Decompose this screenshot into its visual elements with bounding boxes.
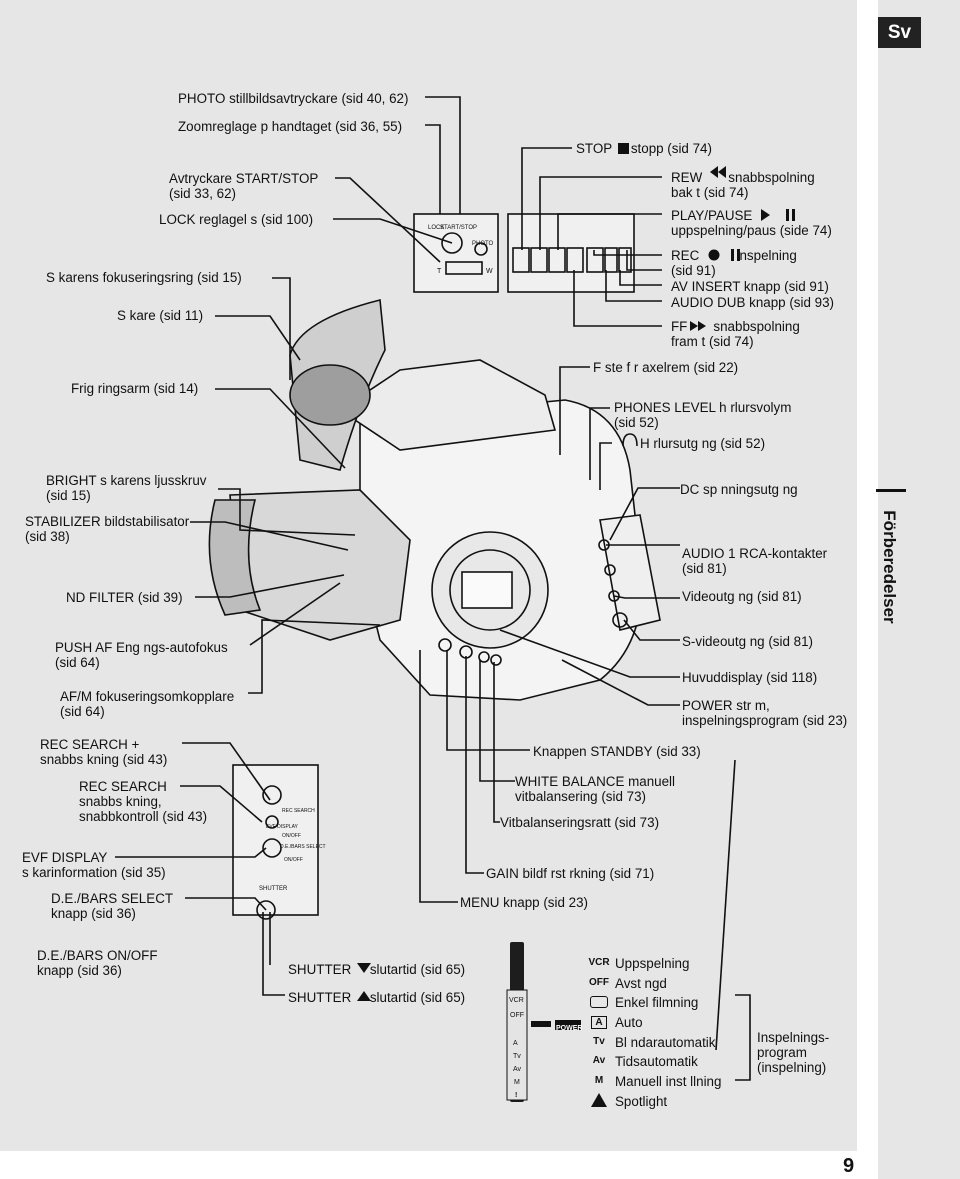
label-stabilizer: STABILIZER bildstabilisator(sid 38) bbox=[25, 514, 190, 544]
section-tab: Förberedelser bbox=[868, 489, 906, 639]
mode-label-shutter-priority: Bl ndarautomatik bbox=[615, 1035, 716, 1050]
imprint-t: T bbox=[437, 268, 442, 275]
mode-code-off: OFF bbox=[589, 977, 609, 988]
label-standby: Knappen STANDBY (sid 33) bbox=[533, 744, 701, 759]
imprint-de-on-off: ON/OFF bbox=[284, 857, 303, 863]
label-power: POWER str m,inspelningsprogram (sid 23) bbox=[682, 698, 848, 728]
label-viewfinder: S kare (sid 11) bbox=[117, 308, 204, 323]
dial-code-av: Av bbox=[513, 1066, 522, 1073]
dial-code-tv: Tv bbox=[513, 1053, 521, 1060]
label-stop: STOP stopp (sid 74) bbox=[576, 141, 712, 156]
label-bright: BRIGHT s karens ljusskruv(sid 15) bbox=[46, 473, 207, 503]
mode-label-auto: Auto bbox=[615, 1015, 643, 1030]
label-push-af: PUSH AF Eng ngs-autofokus(sid 64) bbox=[55, 640, 228, 670]
page-number: 9 bbox=[843, 1155, 855, 1177]
power-badge: POWER bbox=[556, 1025, 583, 1032]
mode-label-easy: Enkel filmning bbox=[615, 995, 699, 1010]
label-strap: F ste f r axelrem (sid 22) bbox=[593, 360, 739, 375]
label-headphone: H rlursutg ng (sid 52) bbox=[640, 436, 766, 451]
label-focus-ring: S karens fokuseringsring (sid 15) bbox=[46, 270, 242, 285]
lens-hood bbox=[208, 499, 262, 616]
label-menu: MENU knapp (sid 23) bbox=[460, 895, 589, 910]
label-main-display: Huvuddisplay (sid 118) bbox=[682, 670, 818, 685]
imprint-on-off: ON/OFF bbox=[282, 833, 301, 839]
imprint-de-bars-select: D.E./BARS SELECT bbox=[280, 844, 326, 850]
label-photo: PHOTO stillbildsavtryckare (sid 40, 62) bbox=[178, 91, 409, 106]
label-s-video: S-videoutg ng (sid 81) bbox=[682, 634, 814, 649]
easy-recording-icon bbox=[590, 996, 608, 1008]
imprint-rec-search: REC SEARCH bbox=[282, 808, 315, 814]
power-dial-illustration bbox=[506, 942, 581, 1102]
mode-label-manual: Manuell inst llning bbox=[615, 1074, 722, 1089]
label-rec: REC inspelning(sid 91) bbox=[671, 248, 797, 278]
dial-code-m: M bbox=[514, 1079, 520, 1086]
label-audio-dub: AUDIO DUB knapp (sid 93) bbox=[671, 295, 834, 310]
label-phones-level: PHONES LEVEL h rlursvolym(sid 52) bbox=[614, 400, 792, 430]
imprint-start-stop: START/STOP bbox=[440, 225, 478, 231]
spotlight-icon bbox=[591, 1093, 607, 1107]
label-shutter-down: SHUTTER slutartid (sid 65) bbox=[288, 962, 466, 977]
mode-label-spotlight: Spotlight bbox=[615, 1094, 668, 1109]
label-gain: GAIN bildf rst rkning (sid 71) bbox=[486, 866, 655, 881]
imprint-lock: LOCK bbox=[428, 225, 445, 231]
mode-label-aperture-priority: Tidsautomatik bbox=[615, 1054, 698, 1069]
label-audio1: AUDIO 1 RCA-kontakter(sid 81) bbox=[682, 546, 828, 576]
lens-barrel bbox=[229, 489, 411, 641]
mode-code-av: Av bbox=[592, 1055, 606, 1066]
mode-code-m: M bbox=[594, 1075, 604, 1086]
mode-code-auto: A bbox=[591, 1016, 607, 1029]
label-av-insert: AV INSERT knapp (sid 91) bbox=[671, 279, 829, 294]
imprint-shutter: SHUTTER bbox=[259, 886, 288, 892]
label-start-stop: Avtryckare START/STOP(sid 33, 62) bbox=[169, 171, 319, 201]
camera-handle bbox=[338, 359, 557, 451]
language-tab: Sv bbox=[878, 17, 921, 48]
recording-program-label: Inspelnings-program(inspelning) bbox=[757, 1030, 830, 1075]
dial-code-vcr: VCR bbox=[509, 997, 524, 1004]
dial-code-spotlight: ! bbox=[515, 1092, 518, 1099]
label-lock: LOCK reglagel s (sid 100) bbox=[159, 212, 314, 227]
top-controls-right bbox=[507, 213, 635, 293]
label-video-out: Videoutg ng (sid 81) bbox=[682, 589, 802, 604]
dial-code-off: OFF bbox=[510, 1012, 524, 1019]
mode-label-off: Avst ngd bbox=[615, 976, 667, 991]
label-shutter-up: SHUTTER slutartid (sid 65) bbox=[288, 990, 466, 1005]
label-wb-dial: Vitbalanseringsratt (sid 73) bbox=[500, 815, 660, 830]
imprint-evf-display: EVF DISPLAY bbox=[266, 824, 298, 830]
label-nd-filter: ND FILTER (sid 39) bbox=[66, 590, 183, 605]
mode-label-playback: Uppspelning bbox=[615, 956, 690, 971]
imprint-photo: PHOTO bbox=[472, 241, 494, 247]
label-afm: AF/M fokuseringsomkopplare(sid 64) bbox=[60, 689, 235, 719]
imprint-w: W bbox=[486, 268, 493, 275]
right-margin-strip bbox=[878, 0, 960, 1179]
label-zoom: Zoomreglage p handtaget (sid 36, 55) bbox=[178, 119, 403, 134]
mode-code-tv: Tv bbox=[593, 1036, 605, 1047]
label-rec-search-plus: REC SEARCH +snabbs kning (sid 43) bbox=[40, 737, 168, 767]
label-release-arm: Frig ringsarm (sid 14) bbox=[71, 381, 199, 396]
label-dc: DC sp nningsutg ng bbox=[680, 482, 798, 497]
section-tab-bar bbox=[876, 489, 906, 492]
dial-code-a: A bbox=[513, 1040, 518, 1047]
mode-code-vcr: VCR bbox=[588, 957, 610, 968]
